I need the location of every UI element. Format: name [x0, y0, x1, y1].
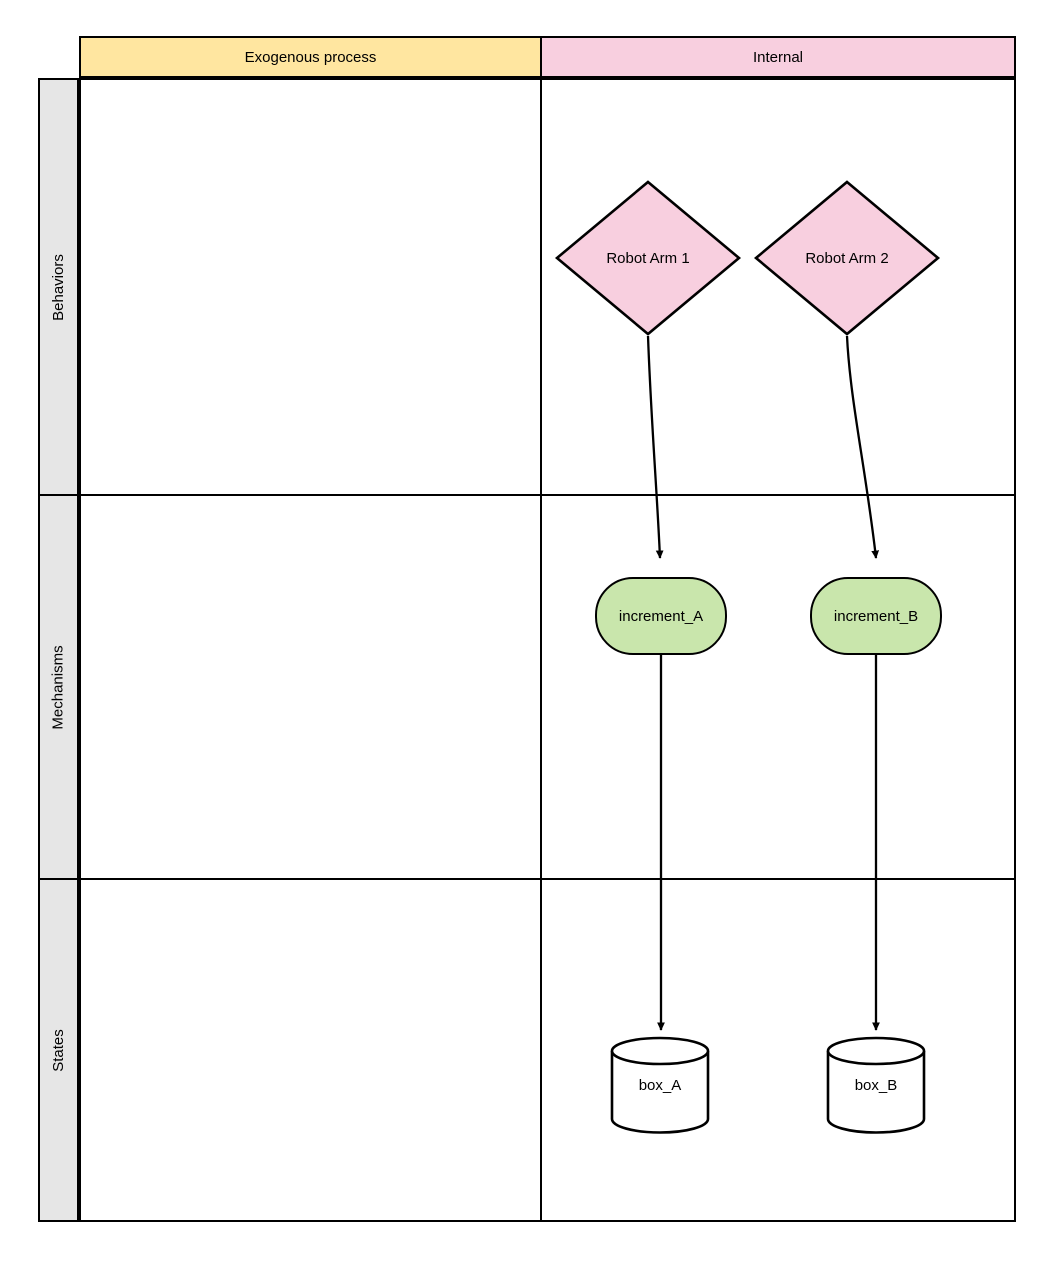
row-header-label: Mechanisms [50, 644, 68, 730]
node-label: box_A [638, 1076, 682, 1094]
node-label: Robot Arm 2 [805, 249, 889, 267]
diamond-shape [753, 180, 941, 336]
node-increment-a[interactable]: increment_A [595, 577, 727, 655]
column-header-label: Internal [752, 48, 804, 66]
row-header-states[interactable]: States [38, 879, 79, 1222]
row-header-label: States [50, 1028, 67, 1072]
cylinder-shape [610, 1036, 710, 1134]
column-header-exogenous-process[interactable]: Exogenous process [79, 36, 541, 78]
node-box-a[interactable]: box_A [610, 1036, 710, 1134]
column-header-label: Exogenous process [244, 48, 377, 66]
row-header-behaviors[interactable]: Behaviors [38, 78, 79, 495]
cell-mechanisms-internal[interactable] [541, 495, 1016, 879]
node-label: increment_A [618, 607, 704, 625]
node-label: box_B [854, 1076, 898, 1094]
node-label: increment_B [833, 607, 919, 625]
row-label-column: Behaviors Mechanisms States [38, 78, 79, 1222]
swimlane-matrix: Exogenous process Internal Behaviors Mec… [38, 36, 1016, 1222]
node-robot-arm-1[interactable]: Robot Arm 1 [554, 179, 742, 337]
node-label: Robot Arm 1 [606, 249, 690, 267]
node-robot-arm-2[interactable]: Robot Arm 2 [753, 179, 941, 337]
cylinder-shape [826, 1036, 926, 1134]
diamond-shape [554, 180, 742, 336]
row-header-label: Behaviors [50, 253, 68, 321]
node-increment-b[interactable]: increment_B [810, 577, 942, 655]
column-header-row: Exogenous process Internal [79, 36, 1016, 78]
row-header-mechanisms[interactable]: Mechanisms [38, 495, 79, 879]
matrix-body: Behaviors Mechanisms States [38, 78, 1016, 1222]
cell-mechanisms-exogenous[interactable] [79, 495, 541, 879]
cell-behaviors-exogenous[interactable] [79, 78, 541, 495]
node-box-b[interactable]: box_B [826, 1036, 926, 1134]
cell-states-exogenous[interactable] [79, 879, 541, 1222]
cell-grid [79, 78, 1016, 1222]
column-header-internal[interactable]: Internal [541, 36, 1016, 78]
